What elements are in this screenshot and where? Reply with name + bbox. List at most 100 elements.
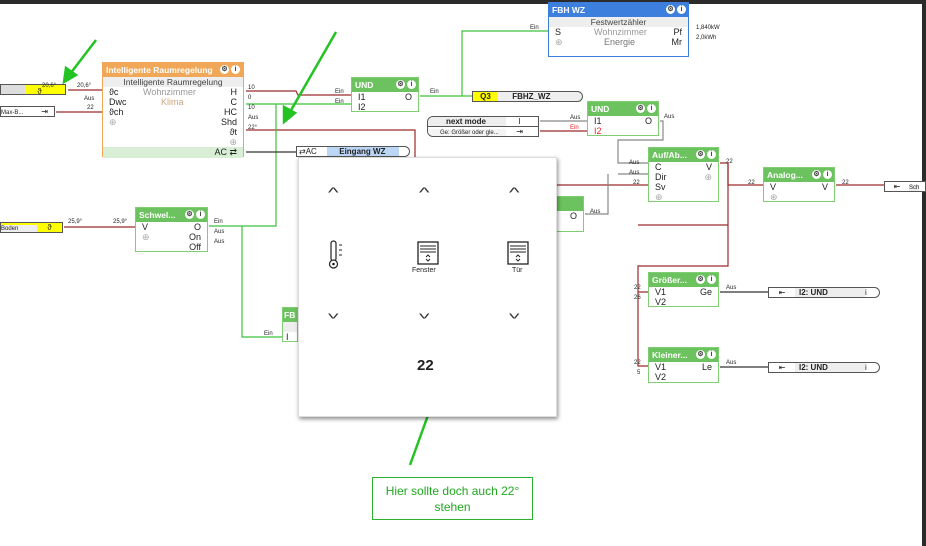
- info-icon[interactable]: i: [407, 80, 416, 89]
- output-port[interactable]: H: [230, 87, 238, 97]
- value-label: 22°: [248, 125, 258, 131]
- door-blind-icon[interactable]: [507, 241, 529, 265]
- output-port[interactable]: Ge: [699, 287, 712, 297]
- output-port[interactable]: V: [705, 162, 712, 172]
- info-icon[interactable]: i: [707, 275, 716, 284]
- temperature-input[interactable]: ϑ: [0, 84, 66, 95]
- input-port[interactable]: C: [655, 162, 662, 172]
- q3-output[interactable]: Q3 FBHZ_WZ: [472, 91, 583, 102]
- input-port[interactable]: V2: [655, 372, 667, 382]
- input-port[interactable]: I2: [358, 102, 366, 112]
- compare-hint[interactable]: Ge: Größer oder gle... ⇥: [427, 126, 539, 137]
- add-input-icon[interactable]: ⊕: [555, 37, 563, 47]
- input-port[interactable]: V2: [655, 297, 667, 307]
- boden-input[interactable]: Boden ϑ: [0, 222, 63, 233]
- output-port[interactable]: Off: [189, 242, 201, 252]
- add-output-icon[interactable]: ⊕: [704, 172, 712, 182]
- input-port[interactable]: Sv: [655, 182, 666, 192]
- chevron-down-icon[interactable]: ^: [328, 306, 339, 322]
- output-port[interactable]: Shd: [220, 117, 237, 127]
- gear-icon[interactable]: ⚙: [666, 5, 675, 14]
- input-port[interactable]: Dwc: [109, 97, 127, 107]
- input-port[interactable]: S: [555, 27, 562, 37]
- analog-output-ref[interactable]: ⇤Sch: [884, 181, 926, 192]
- chevron-down-icon[interactable]: ^: [509, 306, 520, 322]
- annotation-arrow: [69, 39, 97, 75]
- value-label: Aus: [248, 115, 259, 121]
- chevron-down-icon[interactable]: ^: [419, 306, 430, 322]
- gear-icon[interactable]: ⚙: [696, 150, 705, 159]
- value-label: Aus: [590, 209, 601, 215]
- input-port[interactable]: I2: [594, 126, 602, 136]
- raumregelung-block[interactable]: Intelligente Raumregelung⚙i Intelligente…: [102, 62, 244, 158]
- input-port[interactable]: ϑc: [109, 87, 119, 97]
- info-icon[interactable]: i: [231, 65, 240, 74]
- add-output-icon[interactable]: ⊕: [229, 137, 237, 147]
- input-port[interactable]: Dir: [655, 172, 667, 182]
- ac-eingang-wz[interactable]: ⇄AC Eingang WZ: [296, 146, 410, 157]
- output-port[interactable]: O: [644, 116, 652, 126]
- wire: [617, 120, 664, 175]
- output-port[interactable]: HC: [224, 107, 237, 117]
- input-port[interactable]: V: [770, 182, 777, 192]
- info-icon[interactable]: i: [677, 5, 686, 14]
- gear-icon[interactable]: ⚙: [696, 275, 705, 284]
- fb-block[interactable]: FB I: [282, 307, 298, 342]
- input-port[interactable]: I1: [358, 92, 366, 102]
- gear-icon[interactable]: ⚙: [636, 104, 645, 113]
- input-port[interactable]: I: [286, 332, 289, 342]
- info-icon[interactable]: i: [707, 150, 716, 159]
- thermometer-icon[interactable]: [328, 240, 344, 270]
- gear-icon[interactable]: ⚙: [696, 350, 705, 359]
- output-port[interactable]: Pf: [673, 27, 682, 37]
- ac-port[interactable]: AC ⇄: [214, 147, 237, 157]
- input-port[interactable]: V: [142, 222, 149, 232]
- chevron-up-icon[interactable]: ^: [509, 184, 520, 200]
- output-port[interactable]: O: [404, 92, 412, 102]
- output-port[interactable]: O: [569, 211, 577, 221]
- info-icon[interactable]: i: [865, 363, 867, 372]
- info-icon[interactable]: i: [865, 288, 867, 297]
- output-port[interactable]: Mr: [671, 37, 683, 47]
- gear-icon[interactable]: ⚙: [396, 80, 405, 89]
- input-port[interactable]: V1: [655, 287, 667, 297]
- input-port[interactable]: V1: [655, 362, 667, 372]
- input-port[interactable]: ϑch: [109, 107, 124, 117]
- chevron-up-icon[interactable]: ^: [328, 184, 339, 200]
- add-input-icon[interactable]: ⊕: [655, 192, 663, 202]
- chevron-up-icon[interactable]: ^: [419, 184, 430, 200]
- temp-value-label: 20,6°: [42, 83, 57, 89]
- output-port[interactable]: On: [188, 232, 201, 242]
- output-port[interactable]: ϑt: [229, 127, 237, 137]
- info-icon[interactable]: i: [196, 210, 205, 219]
- info-icon[interactable]: i: [707, 350, 716, 359]
- input-port[interactable]: I1: [594, 116, 602, 126]
- output-port[interactable]: Le: [701, 362, 712, 372]
- info-icon[interactable]: i: [823, 170, 832, 179]
- info-icon[interactable]: i: [647, 104, 656, 113]
- add-input-icon[interactable]: ⊕: [770, 192, 778, 202]
- hint-label: Ge: Größer oder gle...: [428, 129, 506, 136]
- add-input-icon[interactable]: ⊕: [142, 232, 150, 242]
- gear-icon[interactable]: ⚙: [220, 65, 229, 74]
- value-label: Ein: [430, 89, 439, 95]
- output-port[interactable]: O: [193, 222, 201, 232]
- max-input[interactable]: Max-B... ⇥: [0, 106, 55, 117]
- gear-icon[interactable]: ⚙: [185, 210, 194, 219]
- add-input-icon[interactable]: ⊕: [109, 117, 117, 127]
- value-label: 20,6°: [77, 83, 92, 89]
- window-blind-icon[interactable]: [417, 241, 439, 265]
- output-port[interactable]: V: [821, 182, 828, 192]
- output-port[interactable]: C: [230, 97, 238, 107]
- gear-icon[interactable]: ⚙: [812, 170, 821, 179]
